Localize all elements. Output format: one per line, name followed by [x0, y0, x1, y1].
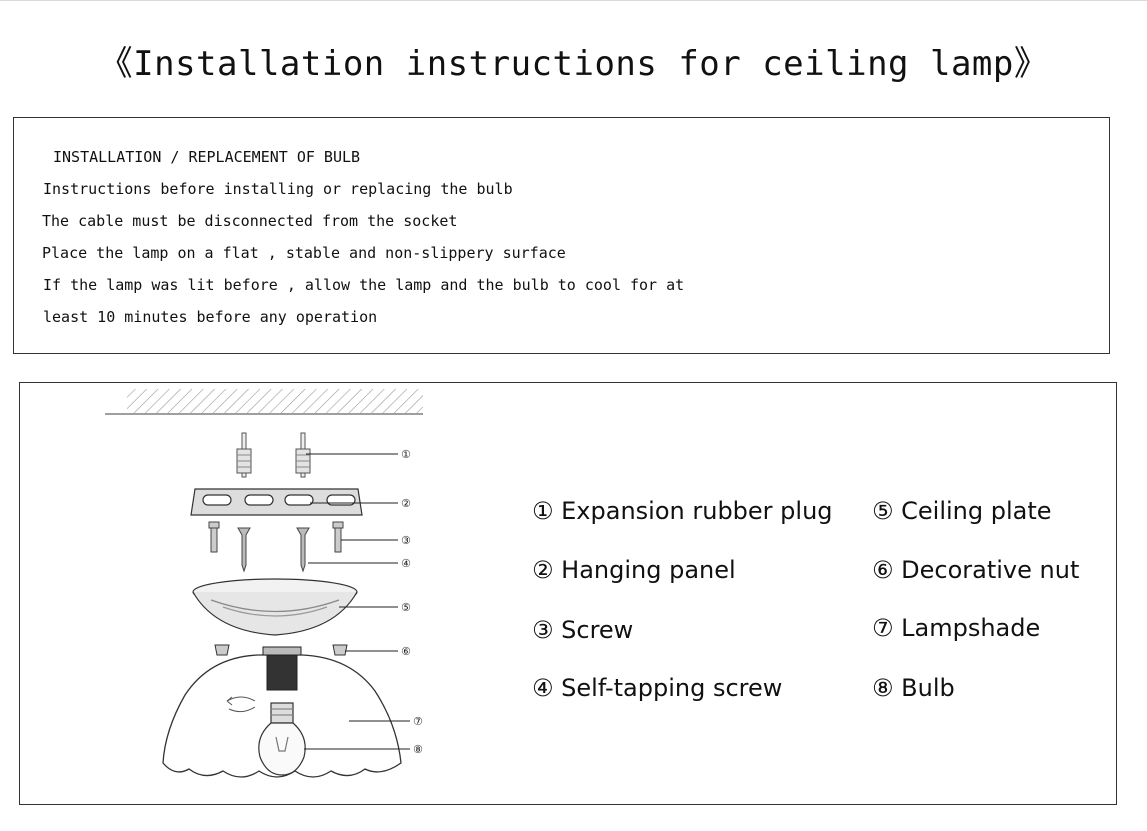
callout-4: ④ — [401, 557, 411, 570]
page-title: 《Installation instructions for ceiling l… — [98, 44, 1049, 84]
legend-decorative-nut: ⑥ Decorative nut — [872, 556, 1080, 584]
callout-1: ① — [401, 448, 411, 461]
legend-hanging-panel: ② Hanging panel — [532, 556, 736, 584]
instruction-line: least 10 minutes before any operation — [43, 308, 378, 326]
top-divider — [0, 0, 1147, 1]
instruction-line: If the lamp was lit before , allow the l… — [43, 276, 685, 294]
instruction-line: Place the lamp on a flat , stable and no… — [42, 244, 566, 262]
callout-7: ⑦ — [413, 715, 423, 728]
instructions-box: INSTALLATION / REPLACEMENT OF BULB Instr… — [13, 117, 1110, 354]
lamp-socket — [262, 646, 302, 691]
ceiling-plate — [192, 578, 358, 636]
callout-8: ⑧ — [413, 743, 423, 756]
screw — [208, 521, 344, 553]
instructions-heading: INSTALLATION / REPLACEMENT OF BULB — [53, 148, 361, 166]
decorative-nut — [214, 644, 348, 656]
legend-screw: ③ Screw — [532, 616, 634, 644]
callout-5: ⑤ — [401, 601, 411, 614]
legend-self-tapping-screw: ④ Self-tapping screw — [532, 674, 783, 702]
self-tapping-screw — [237, 527, 310, 573]
expansion-plug — [236, 432, 311, 478]
instruction-line: The cable must be disconnected from the … — [42, 212, 458, 230]
callout-6: ⑥ — [401, 645, 411, 658]
rotate-arrow-icon — [226, 696, 256, 713]
callout-2: ② — [401, 497, 411, 510]
hanging-panel — [190, 488, 363, 516]
bulb — [258, 702, 306, 776]
diagram-box: ① ② ③ ④ ⑤ ⑥ ⑦ ⑧ ① Expansion rubber plug … — [19, 382, 1117, 805]
ceiling — [105, 389, 423, 415]
ceiling-lamp-exploded-diagram: ① ② ③ ④ ⑤ ⑥ ⑦ ⑧ — [105, 389, 423, 778]
instruction-line: Instructions before installing or replac… — [43, 180, 513, 198]
legend-bulb: ⑧ Bulb — [872, 674, 955, 702]
callout-leaders — [304, 453, 410, 750]
legend-ceiling-plate: ⑤ Ceiling plate — [872, 497, 1052, 525]
callout-3: ③ — [401, 534, 411, 547]
legend-expansion-rubber-plug: ① Expansion rubber plug — [532, 497, 833, 525]
legend-lampshade: ⑦ Lampshade — [872, 614, 1041, 642]
